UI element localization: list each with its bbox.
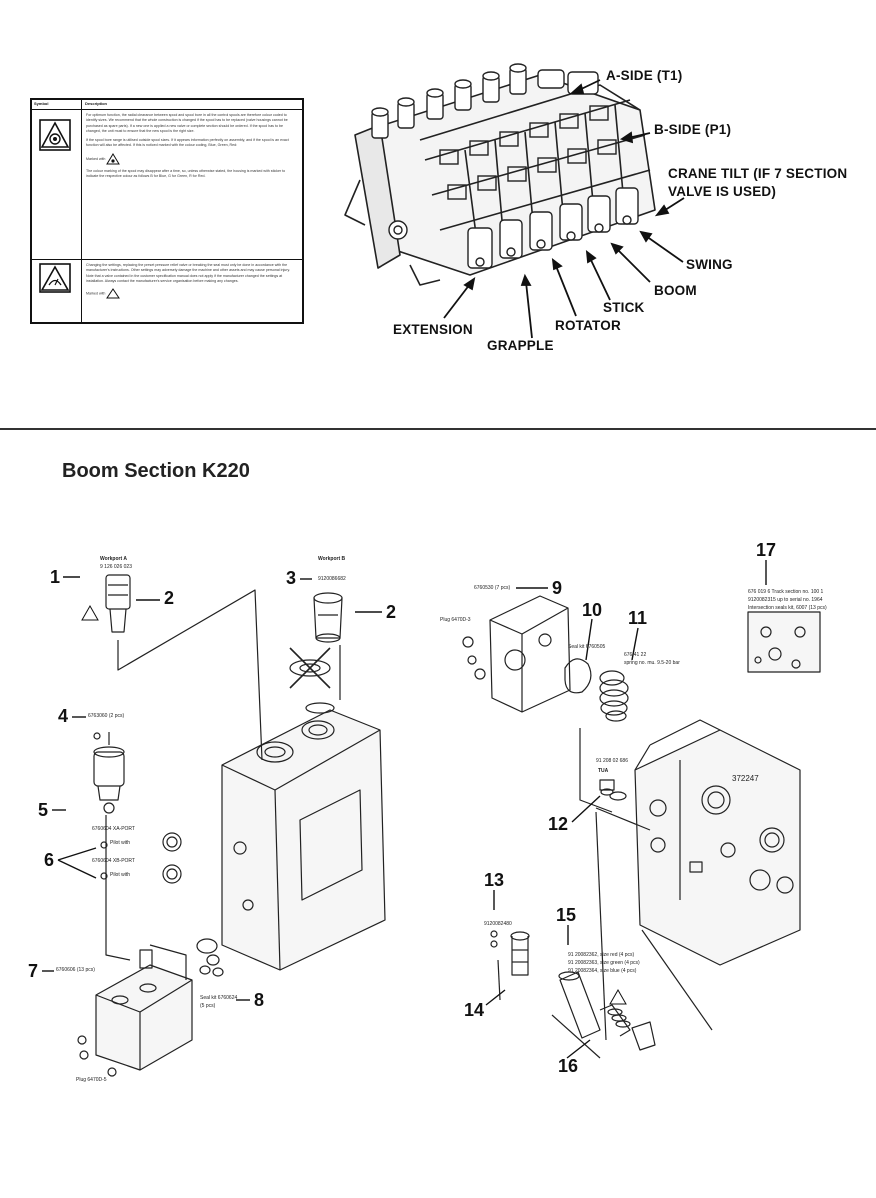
part-4-label: 6763060 (2 pcs) [88,713,125,719]
part-12-tua-label: TUA [598,768,609,774]
symbol-description-table: Symbol Description For optimum function,… [30,98,304,324]
callout-b-side: B-SIDE (P1) [654,122,732,137]
part-17-line-2: 9120082315 up to serial no. 1964 [748,597,823,603]
part-number-14: 14 [464,1000,485,1020]
part-number-2b: 2 [386,602,397,622]
part-13-label: 9120082480 [484,921,512,927]
part-number-12: 12 [548,814,569,834]
part-17-line-1: 676 019 6 Track section no. 100 1 [748,589,824,595]
pressure-warning-icon [39,263,71,293]
part-number-8: 8 [254,990,265,1010]
spool-para-2: If the spool bore range is utilised outs… [86,138,289,148]
callout-extension: EXTENSION [393,322,473,337]
valve-assembly-drawing [344,63,685,339]
callout-stick: STICK [603,300,645,315]
callout-rotator: ROTATOR [555,318,621,333]
spool-symbol-cell [32,110,82,259]
part-12-label: 91 208 02 686 [596,758,628,764]
pressure-marked-with: Marked with [86,288,298,299]
spool-para-1: For optimum function, the radial clearan… [86,113,288,133]
housing-code-label: 372247 [732,774,759,783]
part-17-line-3: Intersection seals kit, 6007 (13 pcs) [748,605,827,611]
part-number-1: 1 [50,567,61,587]
workport-b-part: 9120086682 [318,576,346,582]
part-15-red-label: 91 20082362, size red (4 pcs) [568,952,635,958]
pressure-para-1: Changing the settings, replacing the pre… [86,263,290,283]
part-number-4: 4 [58,706,69,726]
part-number-10: 10 [582,600,603,620]
part-number-2: 2 [164,588,175,608]
part-15-blue-label: 91 20082364, size blue (4 pcs) [568,968,637,974]
spool-warning-icon [39,119,71,151]
callout-a-side: A-SIDE (T1) [606,68,683,83]
header-symbol: Symbol [32,100,82,109]
triangle-spool-icon [106,152,121,165]
spool-para-3: The colour marking of the spool may disa… [86,168,286,179]
part-8-seal-label: Seal kit 6760624 [200,995,238,1001]
xb-pilot-label: Pilot with [110,872,131,878]
callout-crane-tilt-1: CRANE TILT (IF 7 SECTION [668,166,848,181]
part-15-green-label: 91 20082363, size green (4 pcs) [568,960,640,966]
xa-pilot-label: Pilot with [110,840,131,846]
part-number-17: 17 [756,540,777,560]
header-description: Description [85,101,108,106]
spool-description: For optimum function, the radial clearan… [82,110,302,259]
part-number-3: 3 [286,568,297,588]
workport-b-label: Workport B [318,556,346,562]
plug-top-label: Plug 6470D-3 [440,617,471,623]
table-header: Symbol Description [32,100,302,110]
part-11-label: 676 41 22 [624,652,647,658]
part-number-5: 5 [38,800,49,820]
part-number-7: 7 [28,961,39,981]
callout-grapple: GRAPPLE [487,338,554,353]
part-11-spring-label: spring no. mu. 9.5-20 bar [624,660,680,666]
callout-boom: BOOM [654,283,697,298]
part-9-label: 6760530 (7 pcs) [474,585,511,591]
part-number-16: 16 [558,1056,579,1076]
part-number-6: 6 [44,850,55,870]
callout-swing: SWING [686,257,733,272]
plug-bottom-label: Plug 6470D-5 [76,1077,107,1083]
marked-with-label: Marked with [86,291,106,296]
valve-caps [371,63,599,139]
section-divider [0,428,876,430]
part-number-11: 11 [628,608,648,628]
part-8-pcs-label: (5 pcs) [200,1003,216,1009]
workport-a-label: Workport A [100,556,127,562]
xa-port-label: 6760604 XA-PORT [92,826,135,832]
triangle-pressure-icon [106,288,121,299]
section-title: Boom Section K220 [62,460,250,482]
spool-marked-with: Marked with [86,152,298,165]
part-number-9: 9 [552,578,563,598]
pressure-symbol-cell [32,260,82,323]
callout-crane-tilt-2: VALVE IS USED) [668,184,777,199]
part-10-seal-label: Seal kit 6760505 [568,644,606,650]
part-number-15: 15 [556,905,577,925]
part-number-13: 13 [484,870,505,890]
xb-port-label: 6760604 XB-PORT [92,858,135,864]
table-row: Changing the settings, replacing the pre… [32,260,302,323]
table-row: For optimum function, the radial clearan… [32,110,302,260]
marked-with-label: Marked with [86,156,106,161]
workport-a-part: 9 126 026 023 [100,564,132,570]
part-7-label: 6760606 (13 pcs) [56,967,95,973]
pressure-description: Changing the settings, replacing the pre… [82,260,302,323]
